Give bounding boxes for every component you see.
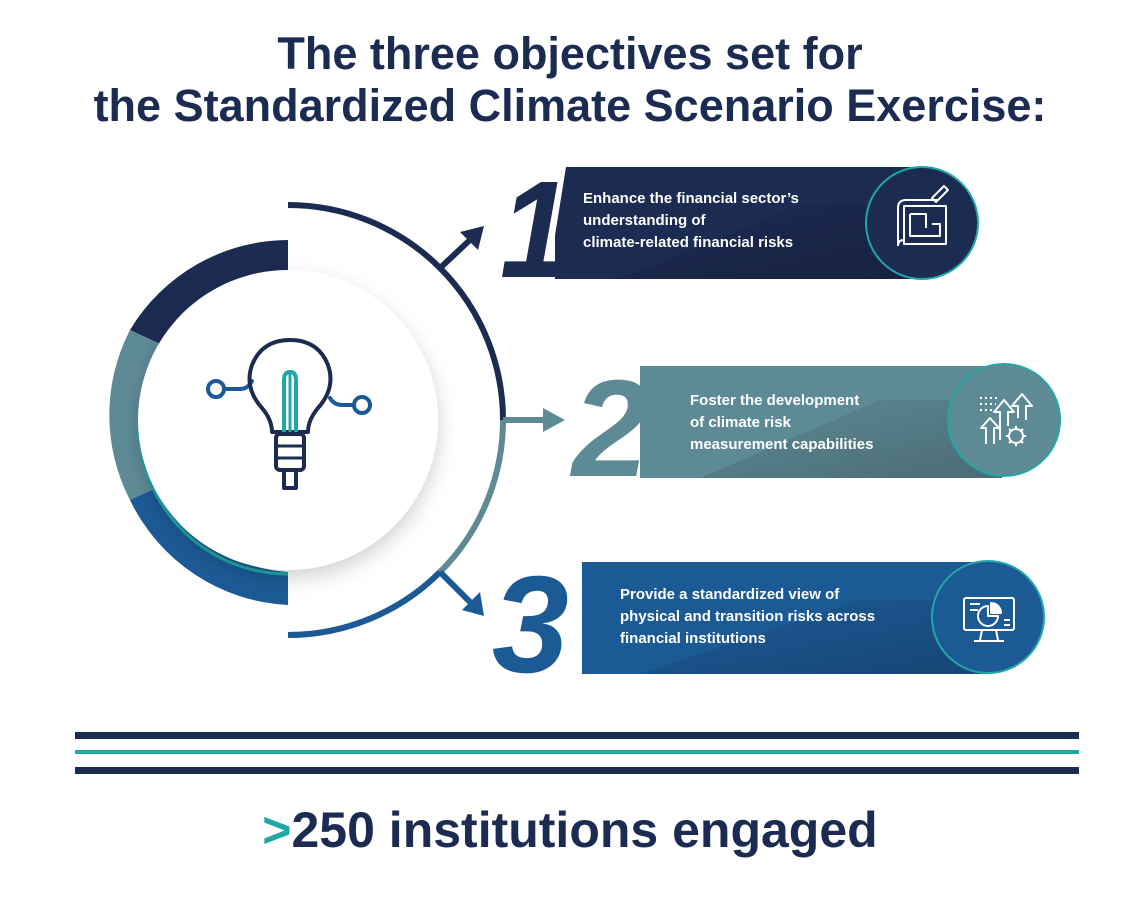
divider-navy-top (75, 732, 1079, 739)
arrow-2 (503, 408, 565, 432)
ring-segment-top (130, 240, 288, 344)
stat-text: 250 institutions engaged (291, 802, 878, 858)
objective-banner-3 (582, 560, 1045, 674)
arrow-1 (435, 226, 484, 273)
growth-gears-icon (980, 393, 1033, 446)
monitor-chart-icon (963, 597, 1015, 642)
lightbulb-icon (206, 338, 372, 490)
objective-text-3: Provide a standardized view of physical … (620, 586, 876, 647)
objective-text-1: Enhance the financial sector’s understan… (583, 190, 799, 251)
arrow-3 (437, 569, 484, 616)
objective-text-2: Foster the development of climate risk m… (690, 392, 874, 453)
page-title: The three objectives set for the Standar… (0, 28, 1140, 132)
title-line-2: the Standardized Climate Scenario Exerci… (93, 80, 1047, 131)
institutions-engaged-stat: >250 institutions engaged (0, 800, 1140, 860)
objective-number-2: 2 (569, 352, 649, 506)
objective-number-1: 1 (500, 153, 570, 307)
title-line-1: The three objectives set for (277, 28, 863, 79)
objective-number-3: 3 (492, 548, 569, 702)
center-circle (138, 270, 438, 570)
divider-navy-bottom (75, 767, 1079, 774)
divider-lines (75, 732, 1079, 774)
divider-teal (75, 750, 1079, 754)
objective-banner-2 (640, 363, 1061, 478)
blueprint-icon (897, 185, 949, 247)
objective-banner-1 (500, 166, 979, 280)
arc-bottom-tail (287, 569, 443, 638)
chevron-right-icon: > (262, 802, 292, 858)
